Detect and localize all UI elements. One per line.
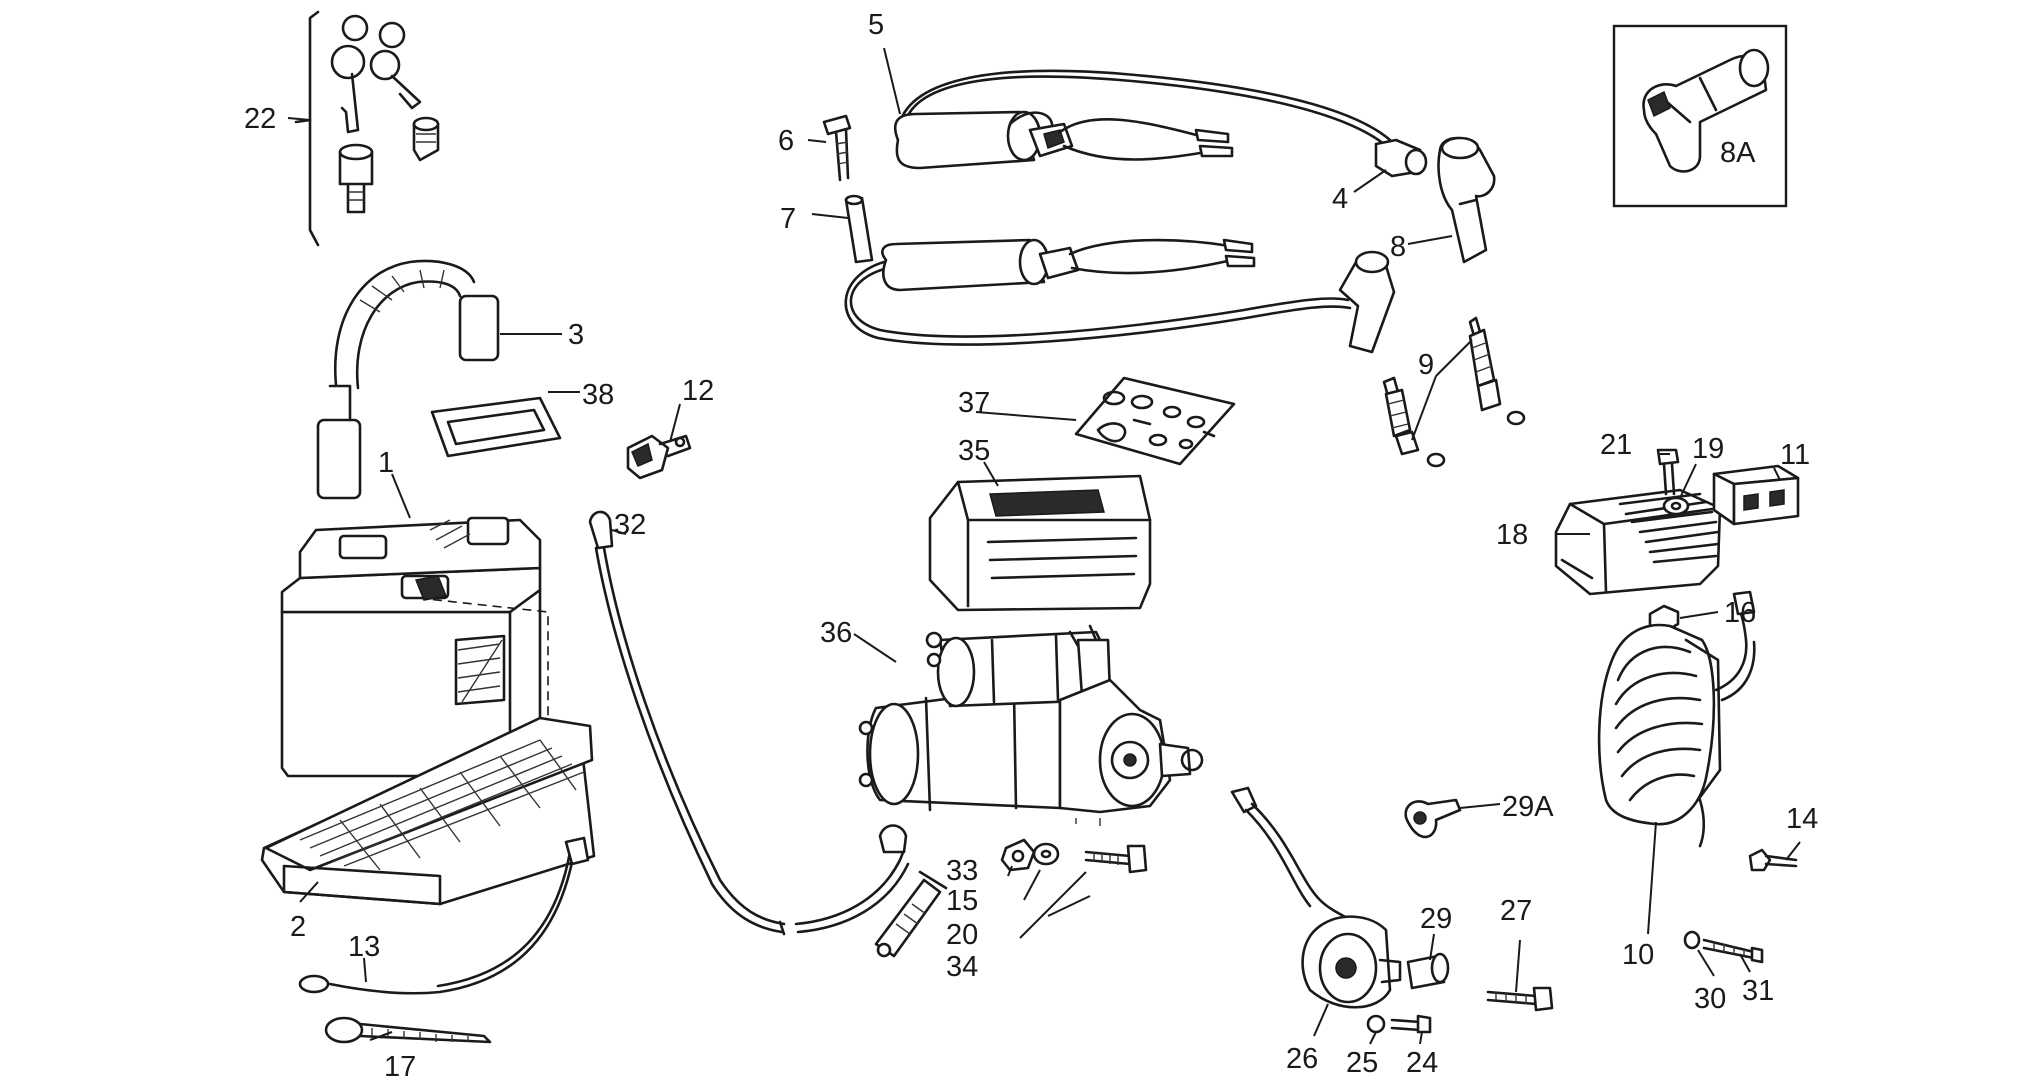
washer-part-19[interactable] [1662,496,1690,516]
callout-36: 36 [820,617,852,649]
washer-part-30[interactable] [1683,930,1701,950]
spacer-part-7[interactable] [844,194,874,264]
nut-part-15[interactable] [1000,838,1036,872]
callout-21: 21 [1600,429,1632,461]
callout-26: 26 [1286,1043,1318,1075]
leader-lines [287,47,1801,1045]
cable-tie-part-17[interactable] [324,1016,492,1044]
callout-18: 18 [1496,519,1528,551]
regulator-part-18[interactable] [1554,488,1722,596]
callout-29a: 29A [1502,791,1554,823]
battery-strap-part-3[interactable] [316,259,500,500]
inset-cap-part-8a[interactable] [1612,24,1788,208]
starter-motor-part-36[interactable] [858,624,1204,826]
bolt-part-34[interactable] [1084,844,1148,874]
screw-part-24[interactable] [1390,1014,1432,1034]
bolt-part-27[interactable] [1486,986,1554,1012]
callout-20: 20 [946,919,978,951]
washer-part-25[interactable] [1366,1014,1386,1034]
callout-27: 27 [1500,895,1532,927]
callout-labels: 22 3 38 12 1 32 2 13 17 6 7 5 4 8 8A 9 3… [244,9,1818,1081]
callout-11: 11 [1780,439,1810,471]
spark-plug-part-9b[interactable] [1382,376,1446,468]
ground-cable-part-13[interactable] [298,836,590,995]
sleeve-part-29[interactable] [1406,952,1450,990]
cable-terminal-part-33[interactable] [874,870,948,958]
cable-clip-part-29a[interactable] [1404,798,1462,839]
plug-boot-part-4[interactable] [1374,138,1428,178]
battery-cover-part-38[interactable] [430,396,562,458]
screw-part-6[interactable] [822,114,852,182]
ignition-coil-part-5[interactable] [893,69,1392,170]
callout-19: 19 [1692,433,1724,465]
battery-tray-part-2[interactable] [260,716,596,906]
callout-24: 24 [1406,1047,1438,1079]
callout-2: 2 [290,911,306,943]
callout-7: 7 [780,203,796,235]
callout-33: 33 [946,855,978,887]
positive-cable-part-32[interactable] [588,510,910,936]
callout-5: 5 [868,9,884,41]
callout-13: 13 [348,931,380,963]
callout-25: 25 [1346,1047,1378,1079]
callout-15: 15 [946,885,978,917]
callout-38: 38 [582,379,614,411]
ignition-coil-lower[interactable] [844,238,1396,354]
callout-22: 22 [244,103,276,135]
spark-plug-cap-part-8[interactable] [1437,136,1496,264]
connector-part-11[interactable] [1712,464,1800,526]
spark-plug-part-9a[interactable] [1468,316,1526,426]
key-set-part-22[interactable] [294,10,440,247]
callout-14: 14 [1786,803,1818,835]
callout-8a: 8A [1720,137,1756,169]
pickup-part-26[interactable] [1230,786,1402,1009]
screw-part-21[interactable] [1656,448,1680,496]
screw-part-31[interactable] [1702,938,1764,964]
stator-part-10[interactable] [1597,590,1756,848]
callout-32: 32 [614,509,646,541]
callout-3: 3 [568,319,584,351]
callout-30: 30 [1694,983,1726,1015]
callout-35: 35 [958,435,990,467]
callout-6: 6 [778,125,794,157]
relay-part-12[interactable] [626,434,692,480]
callout-8: 8 [1390,231,1406,263]
callout-16: 16 [1724,597,1756,629]
callout-9: 9 [1418,349,1434,381]
screw-part-14[interactable] [1748,848,1798,872]
callout-1: 1 [378,447,394,479]
washer-part-20[interactable] [1032,842,1060,866]
battery-part-1[interactable] [280,516,542,778]
callout-37: 37 [958,387,990,419]
callout-34: 34 [946,951,978,983]
callout-4: 4 [1332,183,1348,215]
callout-12: 12 [682,375,714,407]
callout-29: 29 [1420,903,1452,935]
callout-10: 10 [1622,939,1654,971]
starter-cover-part-35[interactable] [928,474,1152,612]
callout-31: 31 [1742,975,1774,1007]
seal-kit-part-37[interactable] [1074,376,1236,466]
callout-17: 17 [384,1051,416,1081]
